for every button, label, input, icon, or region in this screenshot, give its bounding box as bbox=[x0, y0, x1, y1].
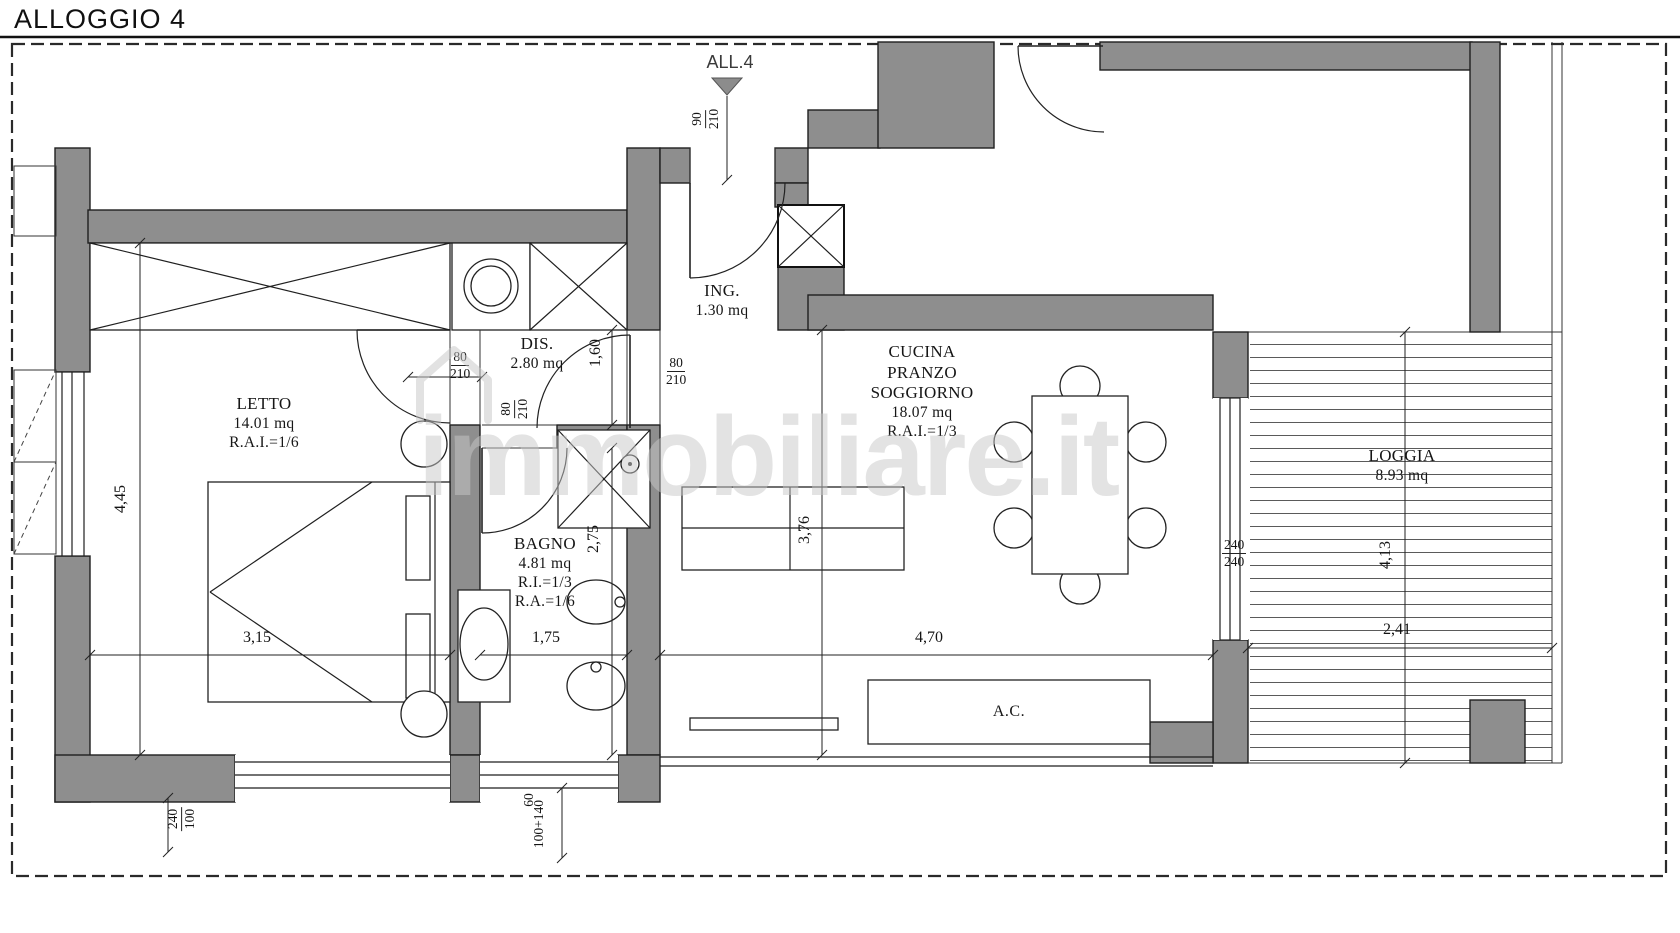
room-name: PRANZO bbox=[887, 362, 957, 382]
door-size-entry: 90 210 bbox=[689, 107, 721, 131]
dimension-lines bbox=[84, 96, 1558, 864]
room-name: SOGGIORNO bbox=[870, 383, 974, 403]
washer-drawing bbox=[451, 242, 531, 331]
toilet-drawing bbox=[566, 661, 626, 711]
ac-unit-box bbox=[867, 679, 1151, 745]
opening-height: 210 bbox=[514, 398, 530, 420]
opening-width: 240 bbox=[165, 806, 182, 832]
room-name: CUCINA bbox=[888, 342, 956, 361]
shower-drawing bbox=[557, 429, 651, 529]
kitchen-counter-drawing bbox=[681, 486, 905, 731]
room-area: 8.93 mq bbox=[1375, 466, 1429, 484]
room-label-bagno: BAGNO 4.81 mq R.I.=1/3 R.A.=1/6 bbox=[485, 534, 605, 611]
opening-height: 210 bbox=[450, 365, 471, 381]
window-letto-left bbox=[55, 371, 90, 557]
room-area: 18.07 mq bbox=[891, 404, 953, 422]
storage-crossed-box bbox=[529, 242, 628, 331]
bagno-door bbox=[481, 424, 568, 534]
door-size-dis: 80 210 bbox=[664, 355, 688, 387]
opening-height: 210 bbox=[705, 108, 721, 130]
shaft-crossed-box bbox=[777, 204, 845, 268]
dim-cucina-width: 4,70 bbox=[915, 629, 943, 646]
window-bagno-bottom bbox=[480, 755, 618, 802]
walls bbox=[54, 41, 1526, 803]
bidet-drawing bbox=[566, 579, 626, 625]
room-area: 1.30 mq bbox=[695, 301, 749, 319]
dim-letto-width: 3,15 bbox=[243, 629, 271, 646]
room-name: LETTO bbox=[236, 394, 292, 413]
door-size-bagno: 80 210 bbox=[498, 397, 530, 421]
dim-bagno-height: 2,75 bbox=[585, 525, 602, 553]
room-note: R.A.I.=1/3 bbox=[887, 423, 957, 441]
entry-door bbox=[689, 148, 786, 279]
room-label-cucina: CUCINA PRANZO SOGGIORNO 18.07 mq R.A.I.=… bbox=[849, 342, 995, 442]
window-loggia-opening bbox=[1213, 397, 1248, 641]
dim-dis-height: 1,60 bbox=[587, 339, 604, 367]
window-size-loggia: 240 240 bbox=[1222, 537, 1247, 569]
exterior-shutters bbox=[13, 165, 57, 555]
room-label-dis: DIS. 2.80 mq bbox=[477, 334, 597, 374]
window-letto-bottom bbox=[235, 755, 450, 802]
door-size-letto: 80 210 bbox=[448, 349, 472, 381]
ac-label: A.C. bbox=[992, 703, 1026, 720]
dim-letto-height: 4,45 bbox=[112, 485, 129, 513]
room-area: 4.81 mq bbox=[518, 554, 572, 572]
window-cucina-bottom bbox=[660, 756, 1213, 767]
dim-cucina-height: 3,76 bbox=[796, 516, 813, 544]
dining-table-drawing bbox=[993, 365, 1167, 605]
room-note: R.A.=1/6 bbox=[514, 592, 576, 610]
dim-loggia-width: 2,41 bbox=[1383, 621, 1411, 638]
opening-height: 100 bbox=[181, 808, 197, 830]
room-label-ing: ING. 1.30 mq bbox=[661, 281, 783, 321]
room-name: LOGGIA bbox=[1368, 446, 1436, 465]
room-note: R.A.I.=1/6 bbox=[229, 433, 299, 451]
room-label-letto: LETTO 14.01 mq R.A.I.=1/6 bbox=[190, 394, 338, 453]
room-name: BAGNO bbox=[514, 534, 576, 553]
dim-loggia-height: 4,13 bbox=[1377, 541, 1394, 569]
page-title: ALLOGGIO 4 bbox=[14, 4, 187, 34]
room-name: ING. bbox=[704, 281, 740, 300]
room-note: R.I.=1/3 bbox=[517, 573, 573, 591]
property-boundary bbox=[10, 42, 1668, 878]
window-size-bagno-b: 100+140 bbox=[531, 799, 547, 849]
room-area: 14.01 mq bbox=[233, 414, 295, 432]
room-area: 2.80 mq bbox=[510, 354, 564, 372]
opening-width: 90 bbox=[689, 110, 706, 128]
neighbor-unit-door bbox=[1017, 45, 1105, 133]
opening-width: 80 bbox=[451, 349, 469, 366]
window-size-letto: 240 100 bbox=[165, 806, 197, 832]
opening-height: 240 bbox=[1224, 553, 1245, 569]
unit-marker-label: ALL.4 bbox=[706, 52, 754, 72]
opening-width: 80 bbox=[498, 400, 515, 418]
washbasin-drawing bbox=[457, 589, 511, 703]
room-name: DIS. bbox=[520, 334, 554, 353]
unit-marker-arrow bbox=[710, 77, 744, 96]
bed-drawing bbox=[207, 420, 451, 738]
opening-height: 210 bbox=[666, 371, 687, 387]
room-label-loggia: LOGGIA 8.93 mq bbox=[1329, 446, 1475, 486]
wardrobe-drawing bbox=[89, 242, 451, 331]
dis-door bbox=[536, 330, 661, 429]
dim-bagno-width: 1,75 bbox=[532, 629, 560, 646]
opening-width: 80 bbox=[667, 355, 685, 372]
opening-width: 240 bbox=[1222, 537, 1247, 554]
